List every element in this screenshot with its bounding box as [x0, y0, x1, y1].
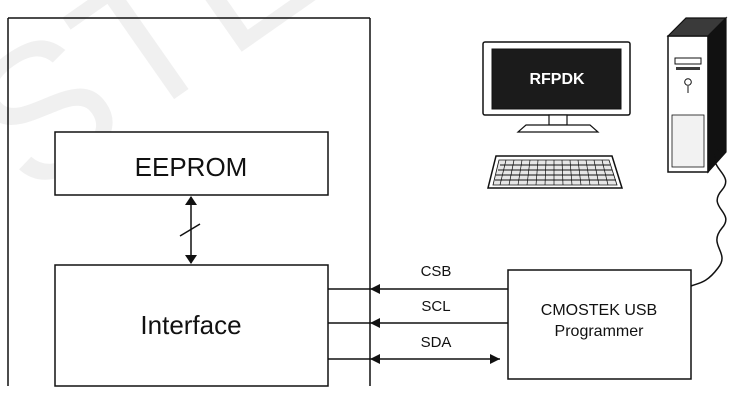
sda-label: SDA [421, 334, 452, 351]
eeprom-block: EEPROM [54, 131, 329, 196]
monitor-screen-label: RFPDK [529, 71, 585, 88]
signal-csb: CSB [328, 263, 508, 294]
keyboard-icon [487, 155, 624, 189]
interface-block: Interface [54, 264, 329, 387]
csb-label: CSB [421, 263, 452, 280]
programmer-block: CMOSTEK USB Programmer [507, 269, 692, 380]
eeprom-interface-bus [179, 196, 201, 264]
programmer-label-line2: Programmer [555, 323, 645, 340]
signal-scl: SCL [328, 298, 508, 328]
bus-slash [179, 223, 201, 237]
watermark: STEP [0, 0, 460, 234]
usb-cable-icon [690, 149, 727, 287]
pc-tower-icon [666, 16, 728, 174]
eeprom-label: EEPROM [135, 152, 248, 182]
programmer-label-line1: CMOSTEK USB [541, 302, 657, 319]
scl-label: SCL [421, 298, 450, 315]
interface-label: Interface [140, 310, 241, 340]
device-frame [7, 17, 371, 386]
signal-sda: SDA [328, 334, 500, 364]
watermark-text: STEP [0, 0, 460, 234]
monitor-icon: RFPDK [482, 41, 631, 133]
